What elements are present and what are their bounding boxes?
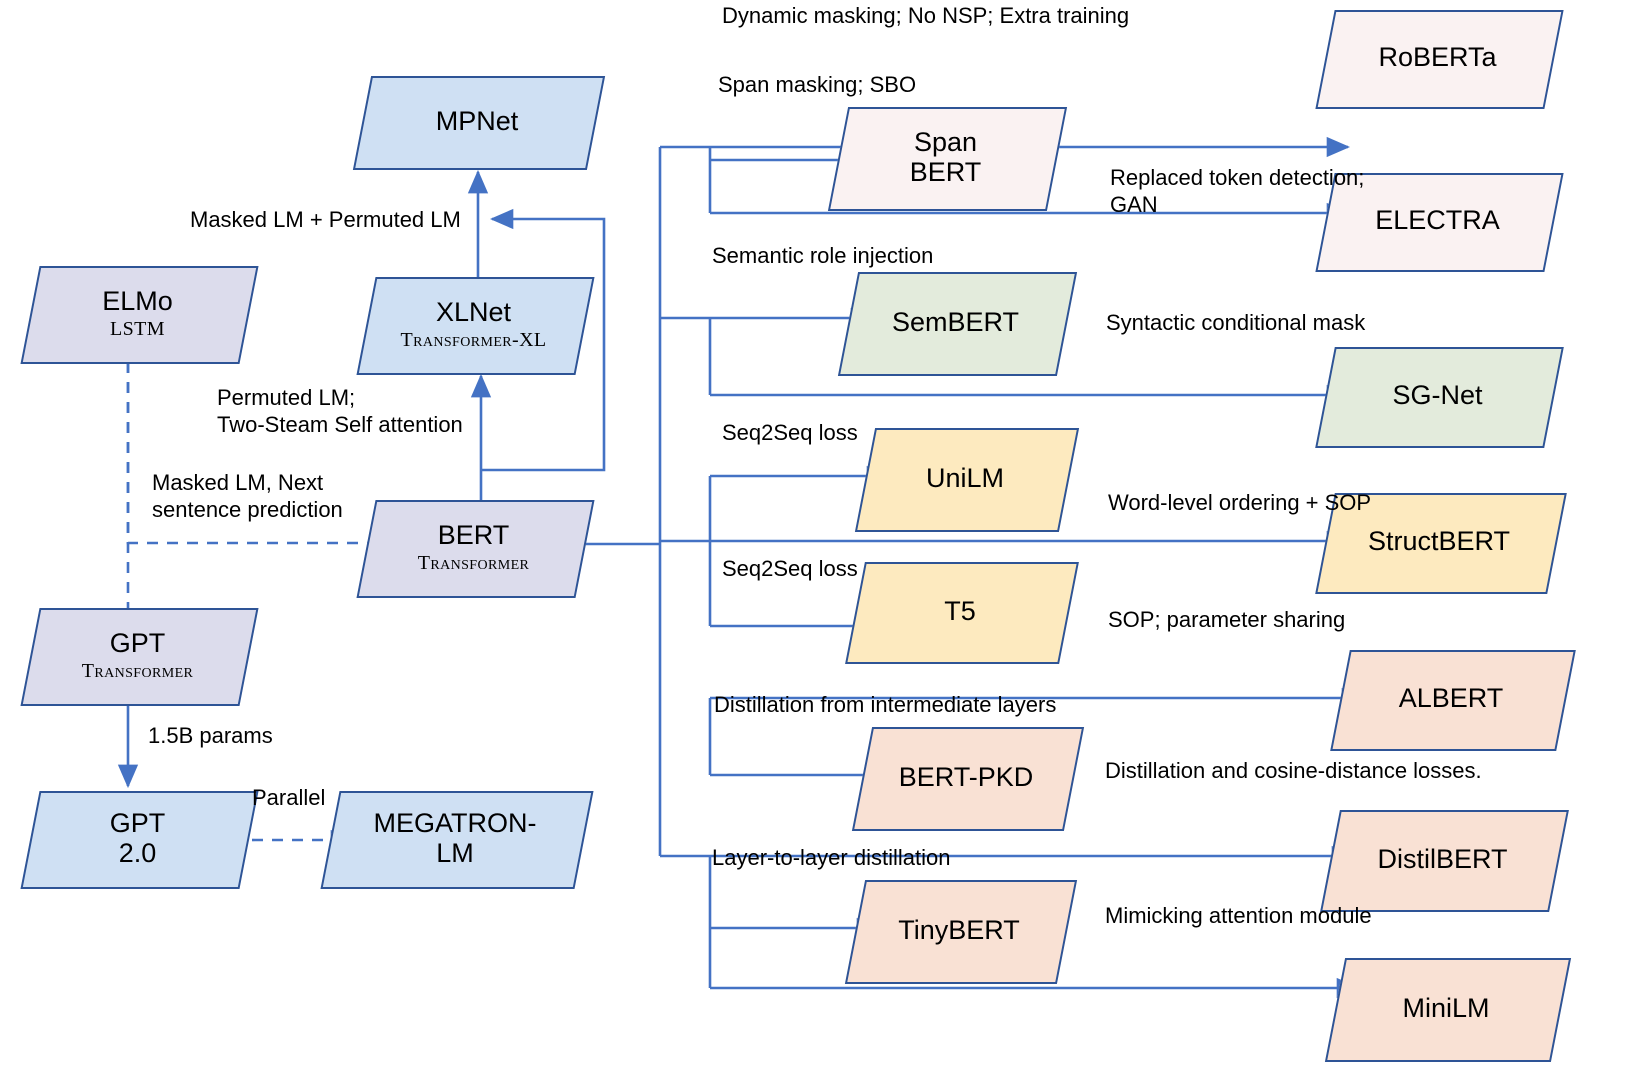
node-roberta[interactable]: RoBERTa bbox=[1315, 10, 1564, 109]
lbl-distilbert: Distillation and cosine-distance losses. bbox=[1105, 758, 1482, 783]
node-t5[interactable]: T5 bbox=[845, 562, 1079, 664]
lbl-megatron: Parallel bbox=[252, 785, 326, 810]
node-title-line: BERT bbox=[437, 519, 510, 550]
node-subtitle-elmo: LSTM bbox=[110, 317, 165, 340]
node-label-sgnet: SG-Net bbox=[1325, 347, 1550, 444]
node-title-line: MEGATRON- bbox=[373, 807, 537, 838]
lbl-spanbert: Span masking; SBO bbox=[718, 72, 917, 97]
node-subtitle-gpt: Transformer bbox=[81, 659, 194, 682]
node-unilm[interactable]: UniLM bbox=[854, 428, 1080, 532]
node-label-sembert: SemBERT bbox=[848, 272, 1063, 372]
lbl-sgnet: Syntactic conditional mask bbox=[1106, 310, 1366, 335]
lbl-t5: Seq2Seq loss bbox=[722, 556, 858, 581]
node-label-electra: ELECTRA bbox=[1325, 173, 1550, 268]
wire-bert-to-mpnet bbox=[481, 208, 606, 472]
node-label-unilm: UniLM bbox=[865, 428, 1065, 528]
lbl-bert: Masked LM, Next sentence prediction bbox=[152, 470, 343, 522]
node-distilbert[interactable]: DistilBERT bbox=[1320, 810, 1569, 912]
node-title-line: 2.0 bbox=[118, 838, 157, 868]
node-structbert[interactable]: StructBERT bbox=[1315, 493, 1567, 594]
node-label-structbert: StructBERT bbox=[1325, 493, 1553, 590]
node-title-line: XLNet bbox=[435, 296, 512, 327]
node-label-mpnet: MPNet bbox=[362, 76, 592, 166]
lbl-electra: Replaced token detection; GAN bbox=[1110, 165, 1365, 217]
lbl-sembert: Semantic role injection bbox=[712, 243, 934, 268]
node-title-line: ELMo bbox=[102, 285, 173, 316]
node-electra[interactable]: ELECTRA bbox=[1315, 173, 1564, 272]
lbl-bertpkd: Distillation from intermediate layers bbox=[714, 692, 1057, 717]
node-title-line: ALBERT bbox=[1398, 683, 1504, 714]
node-title-line: BERT bbox=[909, 157, 982, 187]
node-title-line: MiniLM bbox=[1402, 992, 1490, 1023]
node-label-albert: ALBERT bbox=[1340, 650, 1562, 747]
node-label-tinybert: TinyBERT bbox=[855, 880, 1063, 980]
node-title-line: BERT-PKD bbox=[898, 761, 1034, 792]
node-title-line: StructBERT bbox=[1367, 526, 1511, 557]
lbl-tinybert: Layer-to-layer distillation bbox=[712, 845, 951, 870]
node-mpnet[interactable]: MPNet bbox=[352, 76, 606, 170]
lbl-structbert: Word-level ordering + SOP bbox=[1108, 490, 1372, 515]
lbl-albert: SOP; parameter sharing bbox=[1108, 607, 1346, 632]
node-title-line: Span bbox=[913, 126, 978, 157]
node-albert[interactable]: ALBERT bbox=[1330, 650, 1576, 751]
node-title-line: DistilBERT bbox=[1377, 843, 1508, 874]
node-title-line: T5 bbox=[944, 595, 976, 626]
lbl-gpt2: 1.5B params bbox=[148, 723, 273, 748]
lbl-mpnet: Masked LM + Permuted LM bbox=[190, 207, 461, 232]
node-sgnet[interactable]: SG-Net bbox=[1315, 347, 1564, 448]
node-title-line: TinyBERT bbox=[898, 914, 1020, 945]
node-bertpkd[interactable]: BERT-PKD bbox=[851, 727, 1085, 831]
node-label-bertpkd: BERT-PKD bbox=[862, 727, 1070, 827]
node-title-line: SG-Net bbox=[1392, 380, 1483, 411]
node-title-line: UniLM bbox=[925, 462, 1005, 493]
node-label-t5: T5 bbox=[855, 562, 1065, 660]
node-title-line: GPT bbox=[109, 627, 166, 658]
node-title-line: MPNet bbox=[435, 105, 519, 136]
node-label-minilm: MiniLM bbox=[1335, 958, 1557, 1058]
lbl-xlnet: Permuted LM; Two-Steam Self attention bbox=[217, 385, 463, 437]
node-megatron[interactable]: MEGATRON-LM bbox=[320, 791, 594, 889]
node-subtitle-xlnet: Transformer-XL bbox=[400, 328, 547, 351]
node-label-distilbert: DistilBERT bbox=[1330, 810, 1555, 908]
node-title-line: GPT bbox=[109, 807, 166, 838]
node-label-roberta: RoBERTa bbox=[1325, 10, 1550, 105]
node-sembert[interactable]: SemBERT bbox=[837, 272, 1078, 376]
node-subtitle-bert: Transformer bbox=[417, 551, 530, 574]
node-title-line: SemBERT bbox=[891, 306, 1020, 337]
node-label-megatron: MEGATRON-LM bbox=[330, 791, 580, 885]
lbl-unilm: Seq2Seq loss bbox=[722, 420, 858, 445]
node-title-line: RoBERTa bbox=[1378, 42, 1497, 73]
lbl-roberta: Dynamic masking; No NSP; Extra training bbox=[722, 3, 1130, 28]
node-title-line: ELECTRA bbox=[1375, 205, 1500, 236]
node-title-line: LM bbox=[436, 838, 474, 868]
lbl-minilm: Mimicking attention module bbox=[1105, 903, 1372, 928]
node-tinybert[interactable]: TinyBERT bbox=[844, 880, 1078, 984]
node-minilm[interactable]: MiniLM bbox=[1324, 958, 1572, 1062]
